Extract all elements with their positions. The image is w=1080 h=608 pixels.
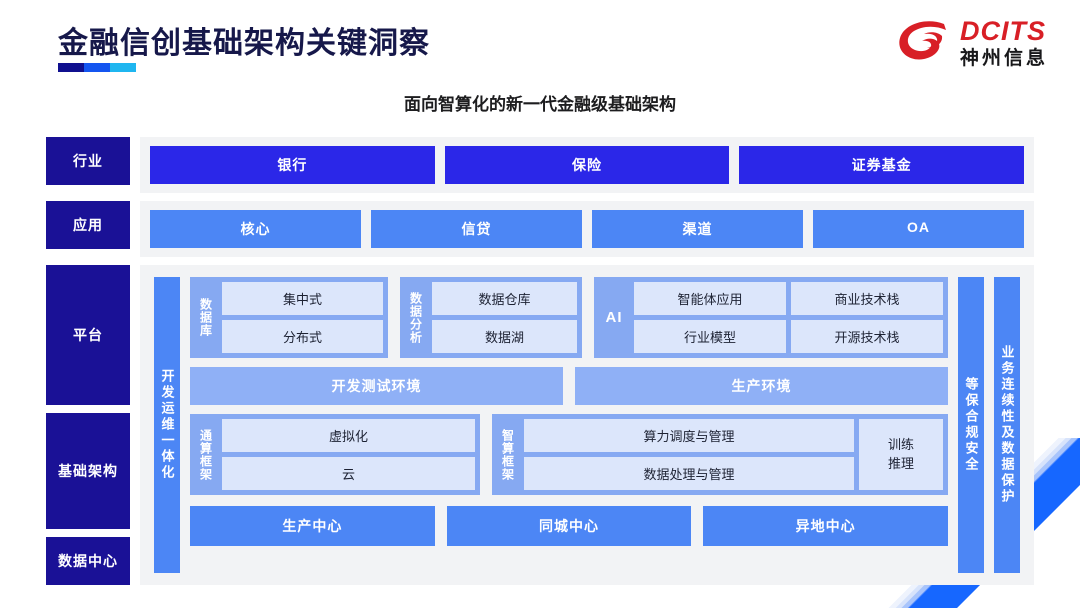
page-title: 金融信创基础架构关键洞察 [58, 27, 430, 60]
group-cells-ai: 智能体应用 行业模型 商业技术栈 开源技术栈 [634, 282, 943, 353]
logo-en-text: DCITS [959, 16, 1046, 46]
cell-data-lake[interactable]: 数据湖 [432, 320, 577, 353]
sidebar-item-industry[interactable]: 行业 [46, 137, 130, 185]
cell-cloud[interactable]: 云 [222, 457, 475, 490]
platform-infrastructure-block: 平台 基础架构 数据中心 开发运维一体化 数据库 集中式 分布式 [46, 265, 1034, 585]
application-panel: 核心 信贷 渠道 OA [140, 201, 1034, 257]
industry-panel: 银行 保险 证券基金 [140, 137, 1034, 193]
swoosh-logo-icon [899, 21, 946, 60]
group-general-compute-framework: 通算框架 虚拟化 云 [190, 414, 480, 495]
industry-chip-list: 银行 保险 证券基金 [140, 137, 1034, 193]
group-label-database: 数据库 [198, 298, 213, 337]
group-label-data-analytics: 数据分析 [408, 291, 423, 344]
cell-centralized[interactable]: 集中式 [222, 282, 383, 315]
group-cells-database: 集中式 分布式 [222, 282, 383, 353]
cell-virtualization[interactable]: 虚拟化 [222, 419, 475, 452]
rule-segment-1 [58, 63, 84, 72]
sidebar-item-infrastructure[interactable]: 基础架构 [46, 413, 130, 529]
layer-sidebar-stack: 平台 基础架构 数据中心 [46, 265, 130, 585]
group-cells-analytics: 数据仓库 数据湖 [432, 282, 577, 353]
chip-remote-center[interactable]: 异地中心 [703, 506, 949, 546]
application-chip-list: 核心 信贷 渠道 OA [140, 201, 1034, 257]
rule-segment-3 [110, 63, 136, 72]
bar-production-environment[interactable]: 生产环境 [575, 367, 948, 405]
group-data-analytics: 数据分析 数据仓库 数据湖 [400, 277, 582, 358]
sidebar-item-application[interactable]: 应用 [46, 201, 130, 249]
architecture-diagram: 行业 银行 保险 证券基金 应用 核心 信贷 渠道 OA 平台 基础架构 数据中… [0, 137, 1080, 585]
ai-column-b: 商业技术栈 开源技术栈 [791, 282, 943, 353]
layer-row-industry: 行业 银行 保险 证券基金 [46, 137, 1034, 193]
sidebar-item-datacenter[interactable]: 数据中心 [46, 537, 130, 585]
bar-dev-test-environment[interactable]: 开发测试环境 [190, 367, 563, 405]
chip-industry-insurance[interactable]: 保险 [444, 146, 730, 184]
ai-column-a: 智能体应用 行业模型 [634, 282, 786, 353]
group-ai-compute-framework: 智算框架 算力调度与管理 数据处理与管理 训练 推理 [492, 414, 948, 495]
chip-app-oa[interactable]: OA [813, 210, 1024, 248]
logo-cn-text: 神州信息 [959, 48, 1048, 69]
layer-row-application: 应用 核心 信贷 渠道 OA [46, 201, 1034, 257]
page-header: 金融信创基础架构关键洞察 DCITS 神州信息 [0, 0, 1080, 92]
vertical-bar-business-continuity[interactable]: 业务连续性及数据保护 [994, 277, 1020, 573]
chip-production-center[interactable]: 生产中心 [190, 506, 435, 546]
brand-logo: DCITS 神州信息 [898, 18, 1048, 68]
vertical-bar-compliance-security[interactable]: 等保合规安全 [958, 277, 984, 573]
group-label-general-compute: 通算框架 [198, 428, 213, 481]
infrastructure-group-row: 通算框架 虚拟化 云 智算框架 算力调度与管理 数据处理与管理 训练 推理 [190, 414, 948, 495]
chip-app-core[interactable]: 核心 [150, 210, 361, 248]
cell-industry-model[interactable]: 行业模型 [634, 320, 786, 353]
cell-opensource-tech-stack[interactable]: 开源技术栈 [791, 320, 943, 353]
cell-distributed[interactable]: 分布式 [222, 320, 383, 353]
vertical-bar-devops[interactable]: 开发运维一体化 [154, 277, 180, 573]
title-underline-rule [58, 63, 136, 72]
group-label-ai: AI [605, 309, 623, 326]
group-label-ai-compute: 智算框架 [500, 428, 515, 481]
platform-center-column: 数据库 集中式 分布式 数据分析 数据仓库 数据湖 [190, 277, 949, 573]
logo-text: DCITS 神州信息 [959, 16, 1048, 69]
group-database: 数据库 集中式 分布式 [190, 277, 388, 358]
chip-industry-bank[interactable]: 银行 [150, 146, 435, 184]
datacenter-chip-row: 生产中心 同城中心 异地中心 [190, 506, 949, 546]
cell-training-inference[interactable]: 训练 推理 [859, 419, 943, 490]
cell-data-warehouse[interactable]: 数据仓库 [432, 282, 577, 315]
chip-app-credit[interactable]: 信贷 [371, 210, 582, 248]
cell-commercial-tech-stack[interactable]: 商业技术栈 [791, 282, 943, 315]
chip-industry-securities-fund[interactable]: 证券基金 [739, 146, 1025, 184]
diagram-subtitle: 面向智算化的新一代金融级基础架构 [404, 95, 676, 114]
sidebar-item-platform[interactable]: 平台 [46, 265, 130, 405]
platform-panel: 开发运维一体化 数据库 集中式 分布式 数据分析 数据仓库 [140, 265, 1034, 585]
group-ai: AI 智能体应用 行业模型 商业技术栈 开源技术栈 [594, 277, 948, 358]
group-cells-ai-compute: 算力调度与管理 数据处理与管理 [524, 419, 854, 490]
group-cells-general-compute: 虚拟化 云 [222, 419, 475, 490]
cell-data-processing[interactable]: 数据处理与管理 [524, 457, 854, 490]
chip-same-city-center[interactable]: 同城中心 [446, 506, 692, 546]
cell-agent-application[interactable]: 智能体应用 [634, 282, 786, 315]
cell-compute-scheduling[interactable]: 算力调度与管理 [524, 419, 854, 452]
rule-segment-2 [84, 63, 110, 72]
chip-app-channel[interactable]: 渠道 [592, 210, 803, 248]
environment-bar-row: 开发测试环境 生产环境 [190, 367, 948, 405]
platform-group-row: 数据库 集中式 分布式 数据分析 数据仓库 数据湖 [190, 277, 948, 358]
